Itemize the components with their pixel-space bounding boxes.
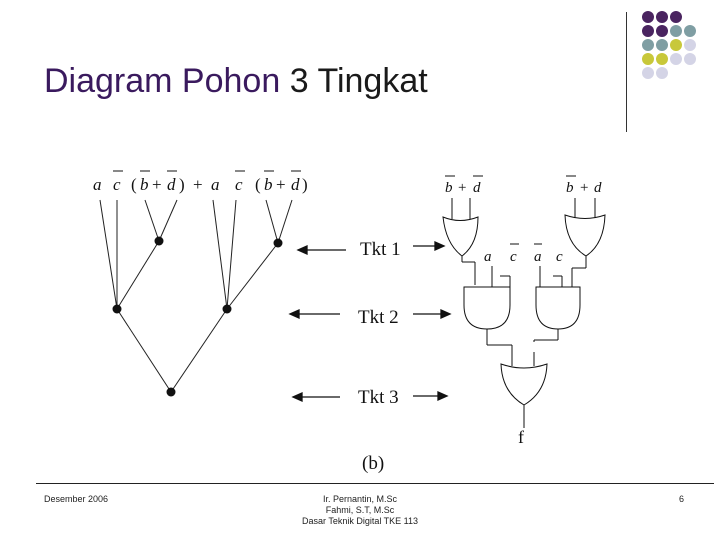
expr-a: a <box>93 175 102 194</box>
footer-author-1: Ir. Pernantin, M.Sc <box>322 494 398 504</box>
decorative-dot <box>656 11 668 23</box>
expr-rparen: ) <box>179 175 185 194</box>
gate1-input-d: d <box>473 180 481 196</box>
gate1-input-b: b <box>445 180 453 196</box>
output-f: f <box>518 427 524 447</box>
decorative-dot <box>684 25 696 37</box>
level-2-label: Tkt 2 <box>358 307 399 328</box>
or-gate-2 <box>564 214 606 257</box>
gate2-input-d: d <box>594 180 602 196</box>
title-emphasis: Diagram Pohon <box>44 62 281 100</box>
figure-label: (b) <box>362 453 384 474</box>
expr-lparen2: ( <box>255 175 261 194</box>
decorative-dot <box>684 53 696 65</box>
decorative-dot <box>670 11 682 23</box>
or-gate-final <box>500 363 548 406</box>
expr-rparen2: ) <box>302 175 308 194</box>
expr-plus: + <box>152 175 162 194</box>
footer-page-number: 6 <box>678 494 684 504</box>
expr-c2: c <box>235 175 243 194</box>
slide-title: Diagram Pohon 3 Tingkat <box>44 62 428 101</box>
expr-plus2: + <box>193 175 203 194</box>
expr-c: c <box>113 175 121 194</box>
level-3-label: Tkt 3 <box>358 387 399 408</box>
expr-d2: d <box>291 175 300 194</box>
decorative-dot <box>656 25 668 37</box>
and-gate-1 <box>463 286 511 330</box>
and-gate-2 <box>535 286 581 330</box>
expr-b: b <box>140 175 149 194</box>
decorative-vertical-line <box>626 12 627 132</box>
footer-date: Desember 2006 <box>44 494 109 504</box>
expr-lparen: ( <box>131 175 137 194</box>
gate2-input-plus: + <box>580 180 588 196</box>
expr-d: d <box>167 175 176 194</box>
decorative-dot <box>656 39 668 51</box>
decorative-dot <box>656 53 668 65</box>
title-rest: 3 Tingkat <box>280 62 428 100</box>
gate2-input-b: b <box>566 180 574 196</box>
footer-credits: Ir. Pernantin, M.Sc Fahmi, S.T, M.Sc Das… <box>260 494 460 527</box>
decorative-dot <box>642 53 654 65</box>
expr-a2: a <box>211 175 220 194</box>
footer-divider <box>36 483 714 484</box>
gate4-input-a: a <box>534 249 542 265</box>
decorative-dot <box>642 67 654 79</box>
footer-author-2: Fahmi, S.T, M.Sc <box>325 505 395 515</box>
gate3-input-a: a <box>484 249 492 265</box>
expr-b2: b <box>264 175 273 194</box>
decorative-dot <box>670 39 682 51</box>
decorative-dot <box>670 25 682 37</box>
decorative-dot <box>656 67 668 79</box>
expr-plus3: + <box>276 175 286 194</box>
gate4-input-c: c <box>556 249 563 265</box>
decorative-dot <box>684 39 696 51</box>
gate3-input-c: c <box>510 249 517 265</box>
decorative-dot <box>642 25 654 37</box>
or-gate-1 <box>442 216 479 257</box>
level-1-label: Tkt 1 <box>360 239 401 260</box>
footer-course: Dasar Teknik Digital TKE 113 <box>301 516 419 526</box>
gate1-input-plus: + <box>458 180 466 196</box>
decorative-dot <box>642 39 654 51</box>
decorative-dot <box>670 53 682 65</box>
decorative-dot <box>642 11 654 23</box>
